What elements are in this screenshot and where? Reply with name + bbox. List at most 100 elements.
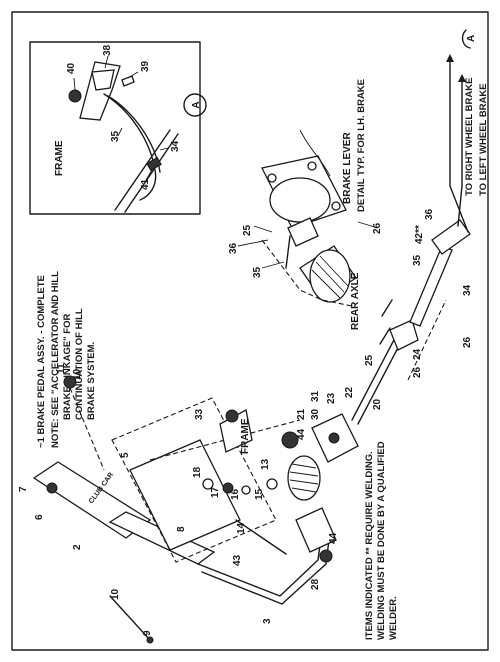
- linkage-rod-3: [197, 529, 323, 597]
- inset-cable-35: [103, 93, 157, 201]
- to-left-wheel-label: TO LEFT WHEEL BRAKE: [478, 83, 489, 196]
- pedal-mount-plate: [129, 439, 241, 551]
- nut-44-lower: [319, 549, 333, 563]
- washer-16: [241, 485, 251, 495]
- label-26-lower: 26: [412, 366, 423, 378]
- main-assembly: CLUB CAR: [18, 185, 473, 644]
- detail-typ-label: DETAIL TYP. FOR LH. BRAKE: [356, 79, 367, 212]
- detail-label-35: 35: [252, 266, 263, 278]
- label-24: 24: [412, 348, 423, 360]
- rod-9-end: [146, 636, 154, 644]
- label-5: 5: [120, 452, 131, 458]
- bushing-15: [266, 478, 278, 490]
- label-30: 30: [310, 408, 321, 420]
- label-11: 11: [56, 363, 67, 374]
- label-43: 43: [232, 554, 243, 566]
- nut-33: [225, 409, 239, 423]
- brake-lever-detail: 25 36 26 35 BRAKE LEVER DETAIL TYP. FOR …: [228, 79, 383, 330]
- label-31: 31: [310, 390, 321, 402]
- note-line-1: NOTE: SEE "ACCELERATOR AND HILL: [50, 271, 61, 448]
- washer-18: [202, 478, 214, 490]
- pedal-arm: [108, 511, 216, 565]
- inset-border: [29, 41, 201, 215]
- inset-label-38: 38: [102, 44, 113, 56]
- nut-44-upper: [281, 431, 299, 449]
- note-line-3: CONTINUATION OF HILL: [74, 308, 85, 420]
- equalizer-pin: [328, 432, 340, 444]
- drum-housing: [269, 177, 331, 223]
- welding-line-1: ITEMS INDICATED ** REQUIRE WELDING.: [364, 451, 375, 640]
- inset-label-34: 34: [170, 140, 181, 152]
- inset-frame-label: FRAME: [54, 140, 65, 176]
- detail-cable: [285, 235, 291, 269]
- inset-frame-rail: [114, 129, 179, 213]
- inset-clevis: [91, 69, 115, 91]
- diagram-border: [11, 11, 489, 651]
- label-28: 28: [310, 578, 321, 590]
- clevis-42: [431, 219, 471, 255]
- label-18: 18: [192, 466, 203, 478]
- detail-dashed-guide: [261, 239, 353, 307]
- label-6: 6: [34, 514, 45, 520]
- label-34: 34: [462, 284, 473, 296]
- welding-line-3: WELDER.: [388, 596, 399, 640]
- label-10-upper: 10: [72, 368, 83, 380]
- label-21: 21: [296, 408, 307, 420]
- note-line-2: BRAKE LINKAGE" FOR: [62, 313, 73, 420]
- wheel-cable-lines: [449, 59, 463, 187]
- wheel-brake-routing: TO RIGHT WHEEL BRAKE TO LEFT WHEEL BRAKE…: [446, 29, 489, 196]
- label-17: 17: [210, 486, 221, 498]
- label-3: 3: [262, 618, 273, 624]
- nut-17: [222, 482, 234, 494]
- label-44-lower: 44: [328, 532, 339, 544]
- inset-label-41: 41: [140, 178, 151, 190]
- inset-label-39: 39: [140, 60, 151, 72]
- label-16: 16: [230, 488, 241, 500]
- plate-bolt-3: [331, 201, 341, 211]
- return-spring: [287, 455, 321, 501]
- frame-label: FRAME: [240, 418, 251, 454]
- inset-label-35: 35: [110, 130, 121, 142]
- cylinder-28: [295, 507, 337, 553]
- label-15: 15: [254, 488, 265, 500]
- label-9: 9: [142, 630, 153, 636]
- label-36: 36: [424, 208, 435, 220]
- rod-9: [109, 595, 151, 641]
- label-2: 2: [72, 544, 83, 550]
- cable-rod-34: [409, 245, 453, 327]
- notes-block: ~1 BRAKE PEDAL ASSY. - COMPLETE NOTE: SE…: [36, 271, 97, 448]
- label-22: 22: [344, 386, 355, 398]
- label-25: 25: [364, 354, 375, 366]
- welding-line-2: WELDING MUST BE DONE BY A QUALIFIED: [376, 441, 387, 640]
- label-20: 20: [372, 398, 383, 410]
- note-line-4: BRAKE SYSTEM.: [86, 342, 97, 420]
- inset-leaders: [73, 55, 169, 181]
- inset-label-40: 40: [66, 62, 77, 74]
- label-42: 42**: [414, 225, 425, 244]
- inset-detail-a: A 40 38 39 35 41 34 FRAME: [29, 41, 207, 215]
- title-line: ~1 BRAKE PEDAL ASSY. - COMPLETE: [36, 275, 47, 448]
- label-8: 8: [176, 526, 187, 532]
- mount-dashed-outline: [111, 397, 277, 563]
- label-10-lower: 10: [110, 588, 121, 600]
- label-26-right: 26: [462, 336, 473, 348]
- wheel-cable-arrows: [446, 54, 466, 82]
- label-33: 33: [194, 408, 205, 420]
- plate-bolt-1: [267, 173, 277, 183]
- label-14: 14: [236, 522, 247, 534]
- brake-lever-arm: [287, 217, 319, 247]
- linkage-rod-3-b: [201, 531, 331, 605]
- nut-11-dashed: [69, 387, 105, 471]
- view-a-letter: A: [466, 35, 477, 42]
- detail-label-36: 36: [228, 242, 239, 254]
- inset-bolt-40: [68, 89, 82, 103]
- yoke-24: [389, 319, 419, 351]
- axle-end: [309, 249, 351, 303]
- label-13: 13: [260, 458, 271, 470]
- clevis-cables: [449, 185, 469, 233]
- label-35: 35: [412, 254, 423, 266]
- rod-dashed-link: [407, 299, 447, 381]
- inset-callout-circle: [183, 93, 207, 117]
- label-23: 23: [326, 392, 337, 404]
